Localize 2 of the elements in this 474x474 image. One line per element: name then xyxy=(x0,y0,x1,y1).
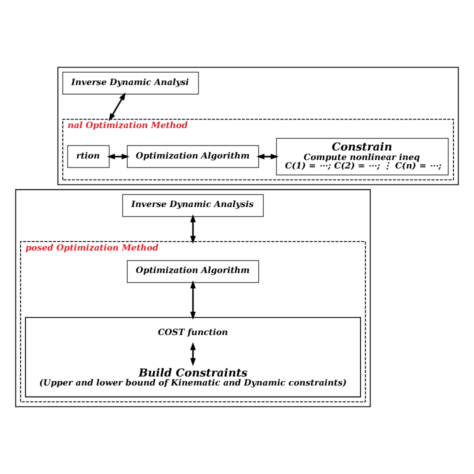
node-text: Build Constraints (Upper and lower bound of Kinematic and Dynamic constraints) xyxy=(39,366,347,388)
node-text: COST function xyxy=(158,328,228,338)
